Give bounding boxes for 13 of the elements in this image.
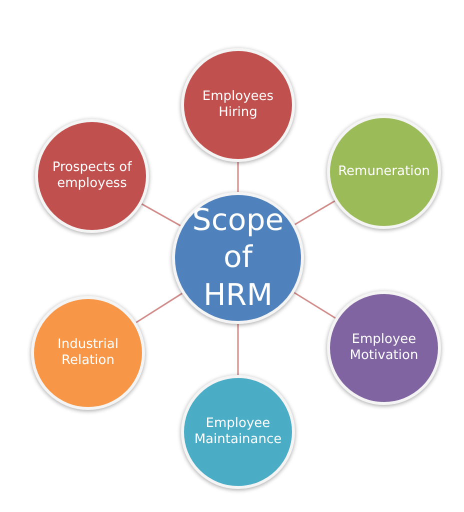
topic-label: Industrial Relation — [56, 336, 120, 370]
topic-label: Employee Motivation — [348, 332, 420, 364]
topic-label: Scope of HRM — [191, 202, 285, 314]
connector-line — [237, 162, 239, 192]
connector-line — [141, 203, 181, 226]
topic-label: Employees Hiring — [201, 88, 275, 122]
connector-line — [294, 292, 336, 319]
topic-label: Prospects of employess — [51, 160, 133, 192]
topic-label: Employee Maintainance — [193, 416, 283, 448]
topic-label: Remuneration — [337, 164, 431, 180]
connector-line — [136, 292, 183, 324]
connector-line — [294, 200, 336, 226]
connector-line — [237, 324, 239, 375]
